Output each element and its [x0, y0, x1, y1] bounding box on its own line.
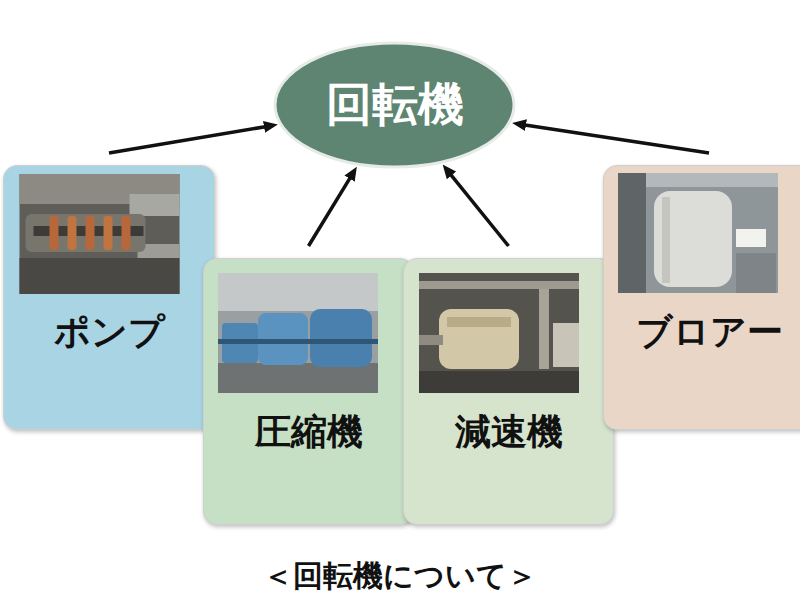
- photo-ground: [218, 273, 378, 393]
- machine: [553, 323, 579, 367]
- pipe: [130, 194, 180, 216]
- blower-rib: [662, 197, 670, 283]
- machine-label: 減速機: [404, 408, 613, 457]
- machine-label: ポンプ: [4, 308, 214, 357]
- impeller: [104, 216, 113, 250]
- machine-label: ブロアー: [604, 308, 800, 357]
- photo-wall: [218, 273, 378, 311]
- machine-box: ブロアー: [603, 165, 800, 430]
- shaft: [419, 335, 443, 345]
- sign-plate: [736, 229, 766, 247]
- pipe: [419, 281, 579, 289]
- pump-photo: [18, 174, 181, 294]
- structure: [736, 253, 776, 293]
- impeller: [122, 216, 131, 250]
- pump-casing: [26, 214, 146, 252]
- arrow-connector: [448, 171, 509, 246]
- compressor-photo: [218, 273, 378, 393]
- machine-box: 圧縮機: [203, 258, 414, 525]
- category-ellipse: 回転機: [272, 40, 517, 170]
- impeller: [50, 216, 59, 250]
- impeller: [86, 216, 95, 250]
- photo-floor: [20, 258, 180, 294]
- structure: [646, 173, 778, 187]
- pipe: [539, 289, 549, 369]
- arrow-connector: [520, 124, 709, 153]
- photo-ground: [419, 273, 579, 393]
- machine-box: ポンプ: [3, 165, 215, 430]
- ellipse-shape: [275, 43, 514, 167]
- caption: ＜回転機について＞: [0, 556, 800, 597]
- photo-ground: [20, 174, 180, 294]
- category-label: 回転機: [326, 74, 464, 136]
- blower-photo: [618, 173, 778, 293]
- machine-box: 減速機: [403, 258, 614, 525]
- arrow-connector: [109, 126, 270, 153]
- gear-housing-rib: [447, 317, 511, 327]
- machine-label: 圧縮機: [204, 408, 413, 457]
- structure: [618, 173, 646, 293]
- impeller: [68, 216, 77, 250]
- shaft: [218, 339, 378, 344]
- arrow-connector: [309, 174, 353, 246]
- compressor-casing: [310, 309, 372, 367]
- blower-housing: [654, 191, 732, 287]
- photo-ground: [618, 173, 778, 293]
- gear-housing: [439, 309, 519, 369]
- photo-floor: [218, 363, 378, 393]
- reducer-photo: [419, 273, 579, 393]
- photo-floor: [419, 371, 579, 393]
